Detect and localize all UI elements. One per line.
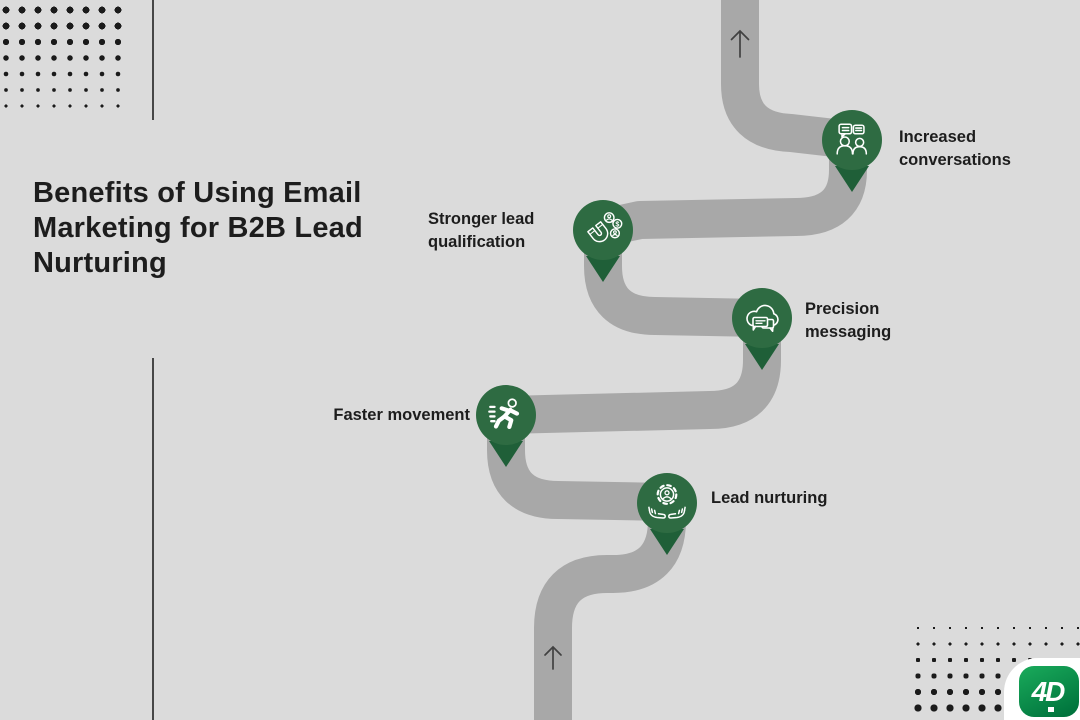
milestone-marker: $ bbox=[573, 200, 633, 260]
brand-logo-text: 4D bbox=[1031, 675, 1066, 707]
milestone-label: Lead nurturing bbox=[711, 489, 828, 507]
up-arrow-icon bbox=[730, 29, 750, 58]
milestone-label: Faster movement bbox=[333, 406, 470, 424]
pin-pointer-icon bbox=[650, 529, 684, 555]
road-path bbox=[487, 0, 867, 720]
brand-logo: 4D bbox=[1004, 658, 1080, 720]
pin-pointer-icon bbox=[489, 441, 523, 467]
pin-pointer-icon bbox=[586, 256, 620, 282]
brand-logo-badge: 4D bbox=[1019, 666, 1079, 717]
page-title: Benefits of Using Email Marketing for B2… bbox=[33, 176, 363, 281]
hands-gear-icon bbox=[648, 484, 686, 519]
up-arrow-icon bbox=[544, 645, 562, 670]
milestone-marker bbox=[637, 473, 697, 533]
magnet-leads-icon: $ bbox=[587, 212, 623, 243]
divider-line-bottom bbox=[152, 358, 154, 720]
milestone-marker bbox=[476, 385, 536, 445]
svg-text:$: $ bbox=[615, 220, 619, 228]
dot-grid-top-left bbox=[0, 2, 124, 114]
brand-logo-dot bbox=[1048, 707, 1054, 712]
users-chat-icon bbox=[836, 123, 868, 155]
cloud-chat-icon bbox=[746, 304, 779, 332]
running-person-icon bbox=[488, 398, 520, 430]
pin-pointer-icon bbox=[835, 166, 869, 192]
title-line: Benefits of Using Email bbox=[33, 177, 362, 209]
milestone-marker bbox=[822, 110, 882, 170]
title-line: Marketing for B2B Lead bbox=[33, 212, 363, 244]
title-line: Nurturing bbox=[33, 247, 167, 279]
pin-pointer-icon bbox=[745, 344, 779, 370]
milestone-marker bbox=[732, 288, 792, 348]
divider-line-top bbox=[152, 0, 154, 120]
